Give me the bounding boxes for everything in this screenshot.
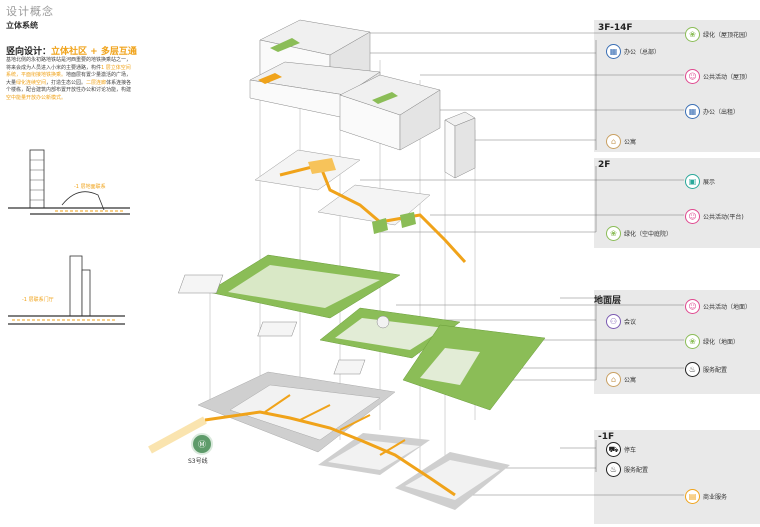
legend-item-roof-activity: ☺ 公共活动（屋顶） [685, 69, 751, 84]
apartment-icon: ⌂ [606, 134, 621, 149]
legend-item-roof-garden: ❀ 绿化（屋顶花园） [685, 27, 751, 42]
concept-heading: 竖向设计：立体社区 + 多层互通 [6, 44, 137, 57]
greenery-icon: ❀ [685, 27, 700, 42]
level-label-3f-14f: 3F-14F [598, 23, 633, 33]
legend-item-ground-activity: ☺ 公共活动（地面） [685, 299, 751, 314]
level-ground-plates [178, 254, 546, 411]
activity-icon: ☺ [685, 299, 700, 314]
legend-item-office-hq: ▦ 办公（总部） [606, 44, 660, 59]
legend-item-label: 办公（总部） [624, 49, 661, 56]
exhibit-icon: ▣ [685, 174, 700, 189]
desc-text-2: 地面层有置少量激活的广场，大量 [6, 72, 132, 86]
legend-item-label: 公寓 [624, 139, 637, 146]
level-label-ground: 地面层 [594, 296, 622, 306]
page-subtitle: 立体系统 [6, 21, 38, 30]
level-label-b1: -1F [598, 432, 615, 442]
legend-item-apartment: ⌂ 公寓 [606, 134, 636, 149]
legend-item-office-rent: ▦ 办公（出租） [685, 104, 739, 119]
activity-icon: ☺ [685, 69, 700, 84]
desc-text-1: 基地北侧的永初路地铁站是河西重要的地铁换乘站之一，将来会成为人员进入小米的主要通… [6, 57, 132, 71]
legend-item-meeting: ⚇ 会议 [606, 314, 636, 329]
level-label-2f: 2F [598, 160, 611, 170]
concept-description: 基地北侧的永初路地铁站是河西重要的地铁换乘站之一，将来会成为人员进入小米的主要通… [6, 57, 134, 102]
desc-highlight-2: 绿化连续空间 [16, 79, 47, 86]
page-header: 设计概念 立体系统 [6, 3, 54, 31]
concept-heading-label: 竖向设计： [6, 47, 52, 57]
page-title: 设计概念 [6, 5, 54, 18]
legend-item-label: 展示 [703, 179, 716, 186]
parking-icon: ⛟ [606, 442, 621, 457]
legend-item-label: 公寓 [624, 377, 637, 384]
greenery-icon: ❀ [606, 226, 621, 241]
metro-icon: Ⓜ [191, 433, 213, 455]
legend-item-label: 绿化（地面） [703, 339, 740, 346]
level-panel-ground [594, 290, 760, 394]
concept-keyword: 立体社区 + 多层互通 [51, 47, 137, 57]
legend-item-label: 服务配置 [703, 367, 728, 374]
legend-item-ground-apartment: ⌂ 公寓 [606, 372, 636, 387]
service-icon: ♨ [606, 462, 621, 477]
legend-item-label: 停车 [624, 447, 637, 454]
legend-item-label: 公共活动（地面） [703, 304, 752, 311]
greenery-icon: ❀ [685, 334, 700, 349]
legend-item-label: 公共活动（屋顶） [703, 74, 752, 81]
legend-item-label: 公共活动(平台) [703, 214, 744, 221]
legend-item-exhibit: ▣ 展示 [685, 174, 715, 189]
section-diagram-2 [8, 255, 125, 325]
level-panel-3f-14f [594, 20, 760, 152]
legend-item-label: 会议 [624, 319, 637, 326]
section-label-2: -1 层联系门厅 [22, 297, 54, 303]
legend-item-commerce: ▤ 商业服务 [685, 489, 727, 504]
legend-item-platform-activity: ☺ 公共活动(平台) [685, 209, 744, 224]
legend-item-label: 办公（出租） [703, 109, 740, 116]
level-2f-plates [254, 149, 467, 264]
level-3f-14f-towers [249, 19, 476, 179]
desc-highlight-4: 空中能量开放办公新模式。 [6, 94, 67, 101]
legend-item-parking: ⛟ 停车 [606, 442, 636, 457]
legend-item-b1-service: ♨ 服务配置 [606, 462, 648, 477]
desc-text-3: ，打造生态公园。 [46, 79, 87, 86]
section-diagram-1 [8, 149, 130, 215]
meeting-icon: ⚇ [606, 314, 621, 329]
legend-item-ground-service: ♨ 服务配置 [685, 362, 727, 377]
legend-item-label: 商业服务 [703, 494, 728, 501]
legend-item-sky-garden: ❀ 绿化（空中庭院） [606, 226, 672, 241]
legend-item-label: 绿化（空中庭院） [624, 231, 673, 238]
desc-highlight-1: 1 层立体空间系统，平面衔接地铁换乘。 [6, 64, 131, 79]
level-panel-b1 [594, 430, 760, 524]
level-panel-2f [594, 158, 760, 248]
legend-item-label: 服务配置 [624, 467, 649, 474]
service-icon: ♨ [685, 362, 700, 377]
office-icon: ▦ [606, 44, 621, 59]
activity-icon: ☺ [685, 209, 700, 224]
commerce-icon: ▤ [685, 489, 700, 504]
desc-text-4: 体系连接各个楼栋，配合建筑内部布置开放性办公和讨论功能，构建 [6, 79, 132, 94]
apartment-icon: ⌂ [606, 372, 621, 387]
legend-item-ground-greenery: ❀ 绿化（地面） [685, 334, 739, 349]
desc-highlight-3: 二层连廊 [86, 79, 107, 86]
office-icon: ▦ [685, 104, 700, 119]
legend-item-label: 绿化（屋顶花园） [703, 32, 752, 39]
level-b1-plates [148, 371, 510, 510]
metro-label: S3号线 [188, 458, 208, 465]
section-label-1: -1 层地面联系 [74, 184, 106, 190]
